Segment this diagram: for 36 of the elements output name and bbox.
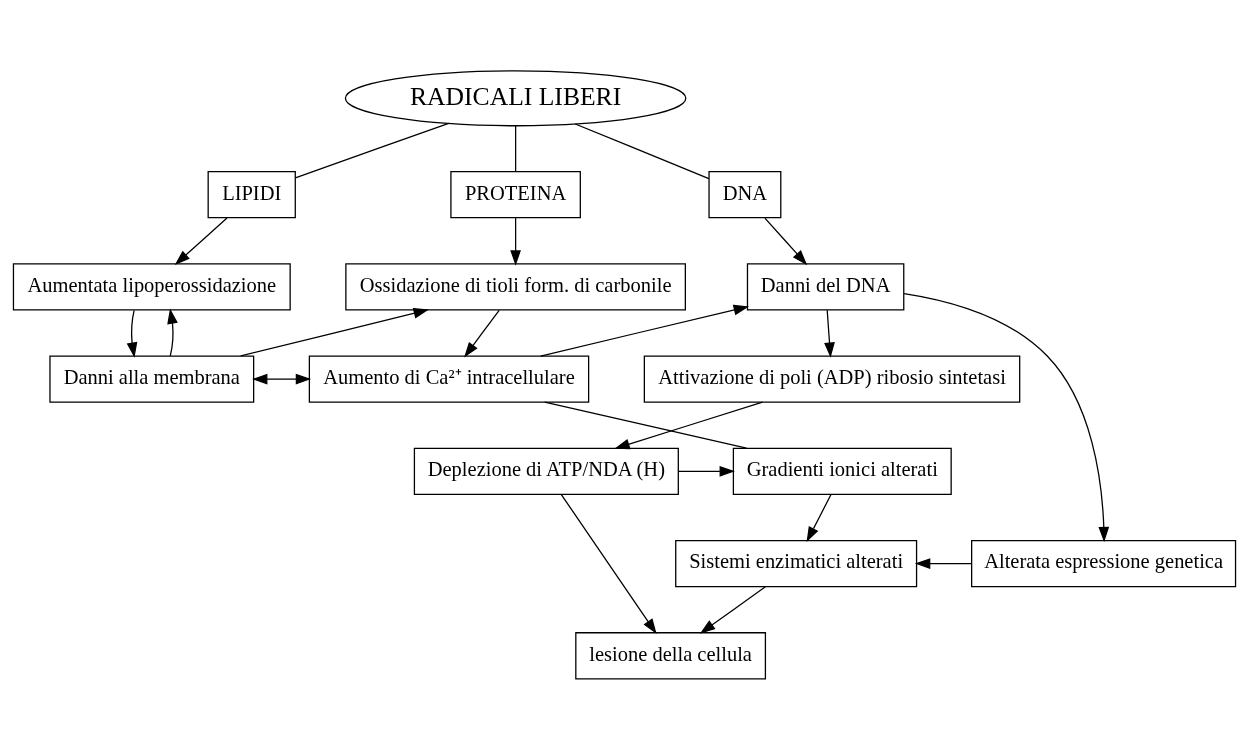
connector [514, 125, 517, 172]
arrow [560, 493, 657, 635]
arrow [510, 217, 521, 266]
node-box: Sistemi enzimatici alterati [675, 539, 918, 588]
node-box: Alterata espressione genetica [971, 539, 1237, 588]
node-box: Danni alla membrana [49, 355, 255, 403]
node-box: Danni del DNA [746, 263, 905, 311]
arrow [678, 465, 735, 477]
arrow [464, 309, 500, 358]
arrow [914, 558, 973, 569]
arrow [614, 401, 764, 450]
node-box: DNA [708, 170, 782, 219]
connector [574, 123, 710, 180]
node-box: Deplezione di ATP/NDA (H) [413, 447, 679, 496]
arrow [806, 494, 832, 543]
arrow [240, 307, 429, 357]
arrow [699, 586, 767, 634]
arrow [174, 217, 228, 265]
arrow [167, 308, 178, 357]
connector [294, 122, 450, 179]
node-box: lesione della cellula [575, 632, 767, 680]
node-box: Aumentata lipoperossidazione [12, 263, 291, 311]
node-box: LIPIDI [207, 170, 296, 219]
arrow [126, 309, 138, 358]
node-box: Attivazione di poli (ADP) ribosio sintetasi [643, 355, 1021, 403]
node-box: Aumento di Ca²⁺ intracellulare [308, 355, 590, 403]
arrow [540, 304, 749, 357]
node-box: Gradienti ionici alterati [732, 447, 952, 496]
node-box: Ossidazione di tioli form. di carbonile [345, 263, 686, 311]
arrow [764, 217, 808, 266]
connector [544, 401, 748, 449]
arrow [252, 373, 312, 385]
node-box: PROTEINA [450, 170, 581, 219]
arrow [903, 292, 1110, 543]
node-ellipse: RADICALI LIBERI [344, 70, 687, 127]
arrow [824, 309, 835, 358]
